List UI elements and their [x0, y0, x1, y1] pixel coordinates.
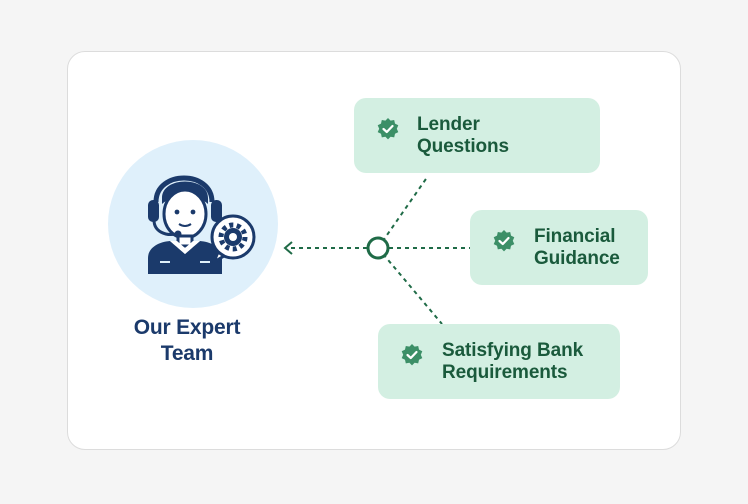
team-label: Our Expert Team	[133, 316, 241, 365]
service-label: Financial Guidance	[534, 226, 620, 269]
service-label: Lender Questions	[417, 114, 510, 157]
support-agent-gear-icon	[148, 175, 256, 274]
arrow-left-icon	[283, 241, 293, 255]
service-lender-questions: Lender Questions	[354, 98, 600, 173]
connector-to-bank	[377, 247, 443, 325]
junction-node	[366, 236, 390, 260]
connector-to-lender	[377, 175, 429, 249]
verified-badge-icon	[401, 344, 423, 366]
team-avatar	[108, 140, 278, 308]
service-satisfying-bank-requirements: Satisfying Bank Requirements	[378, 324, 620, 399]
service-label: Satisfying Bank Requirements	[442, 340, 584, 383]
verified-badge-icon	[377, 118, 399, 140]
service-financial-guidance: Financial Guidance	[470, 210, 648, 285]
verified-badge-icon	[493, 230, 515, 252]
